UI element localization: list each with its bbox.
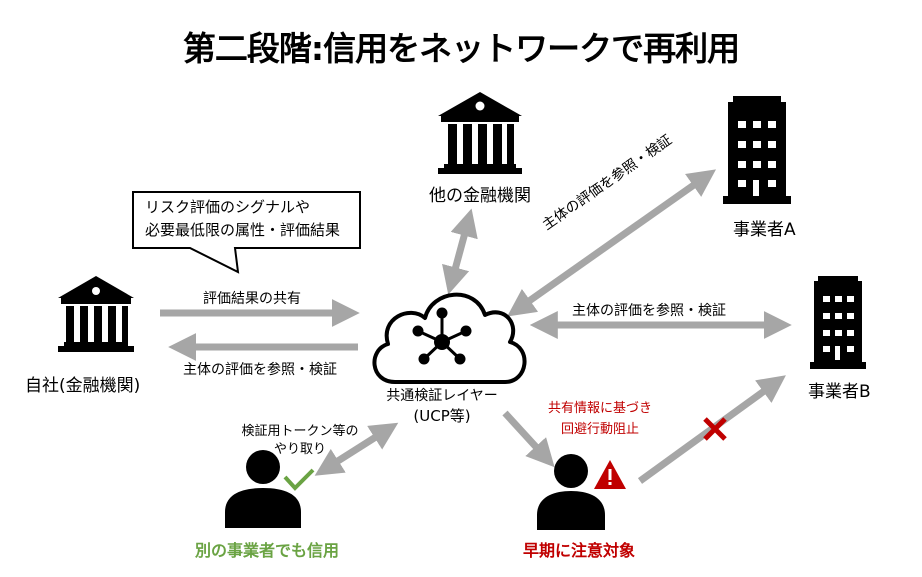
callout-bubble bbox=[132, 191, 361, 274]
callout-text: リスク評価のシグナルや 必要最低限の属性・評価結果 bbox=[145, 196, 340, 242]
trusted-user-label: 別の事業者でも信用 bbox=[195, 541, 340, 560]
blocked-x-icon bbox=[703, 417, 727, 441]
arrow-token-exchange bbox=[314, 422, 399, 476]
diagram-title: 第二段階:信用をネットワークで再利用 bbox=[182, 29, 740, 68]
other-institution-label: 他の金融機関 bbox=[429, 186, 531, 206]
block-label-line-2: 回避行動阻止 bbox=[560, 422, 639, 437]
flagged-user-label: 早期に注意対象 bbox=[523, 541, 636, 560]
ucp-label-line-1: 共通検証レイヤー bbox=[386, 388, 498, 404]
person-icon bbox=[225, 450, 301, 528]
arrow-ucp-business-a bbox=[507, 169, 717, 317]
arrow-flagged-to-business-b bbox=[637, 375, 786, 484]
cloud-network-icon bbox=[372, 292, 527, 384]
reference-verify-right-label: 主体の評価を参照・検証 bbox=[572, 303, 726, 319]
arrow-ucp-other-institution bbox=[442, 208, 478, 295]
token-exchange-label-line-1: 検証用トークン等の bbox=[241, 424, 359, 439]
office-building-icon bbox=[723, 96, 791, 204]
ucp-label-line-2: (UCP等) bbox=[413, 407, 471, 425]
own-institution-label: 自社(金融機関) bbox=[25, 376, 141, 396]
warning-icon bbox=[594, 460, 626, 489]
block-label-line-1: 共有情報に基づき bbox=[547, 401, 652, 416]
arrow-ucp-flagged-user bbox=[502, 410, 555, 468]
business-b-label: 事業者B bbox=[808, 382, 871, 402]
office-building-icon bbox=[810, 276, 866, 369]
callout-line-1: リスク評価のシグナルや bbox=[145, 198, 311, 216]
reference-verify-left-label: 主体の評価を参照・検証 bbox=[183, 362, 337, 378]
bank-icon bbox=[58, 276, 134, 352]
check-icon bbox=[283, 468, 315, 491]
bank-icon bbox=[438, 92, 522, 174]
callout-line-2: 必要最低限の属性・評価結果 bbox=[145, 221, 341, 239]
share-results-label: 評価結果の共有 bbox=[203, 291, 301, 307]
token-exchange-label-line-2: やり取り bbox=[273, 442, 326, 457]
person-icon bbox=[537, 454, 605, 530]
business-a-label: 事業者A bbox=[733, 220, 796, 240]
